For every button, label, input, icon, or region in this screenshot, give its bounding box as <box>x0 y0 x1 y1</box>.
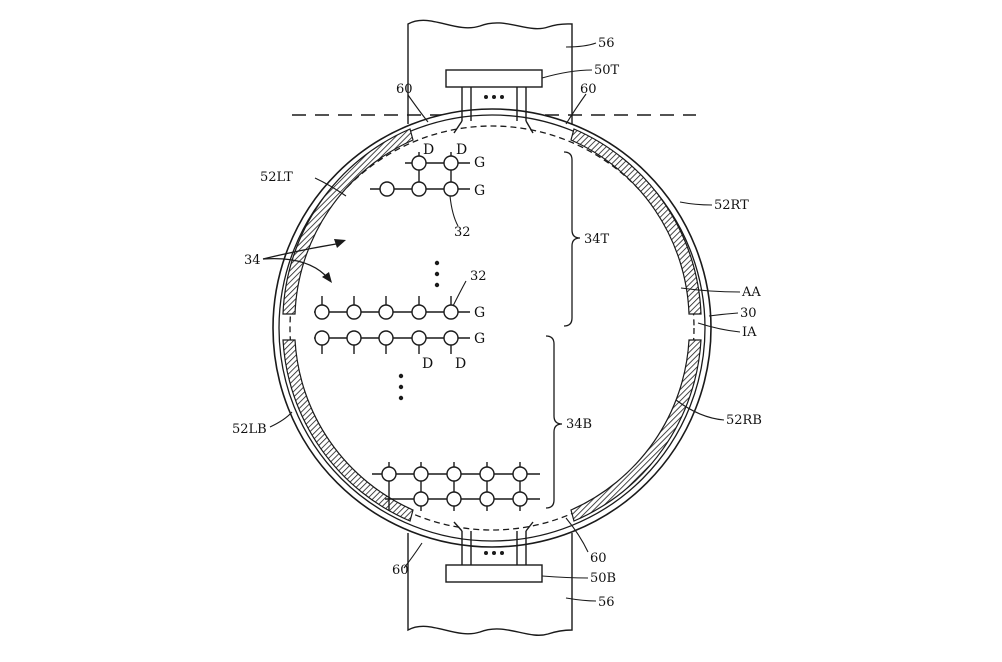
pixel <box>479 466 495 482</box>
pixel <box>346 330 362 346</box>
vertical-ellipsis-upper <box>434 260 440 288</box>
label-50T: 50T <box>594 63 620 78</box>
leader-lines <box>269 42 741 602</box>
bottom-driver <box>445 521 543 583</box>
label-56-top: 56 <box>598 36 615 51</box>
pixel <box>314 304 330 320</box>
reference-labels: 56 50T 60 60 52LT 52RT 34 34T AA 30 IA 3… <box>232 36 762 610</box>
pixel <box>411 181 427 197</box>
label-32-lower: 32 <box>470 269 487 284</box>
pixel <box>479 491 495 507</box>
label-60-bottom-right: 60 <box>590 551 607 566</box>
pixel <box>413 466 429 482</box>
brace-34B <box>545 335 563 509</box>
label-60-top-right: 60 <box>580 82 597 97</box>
display-panel <box>272 108 712 548</box>
row-arrows <box>262 243 337 276</box>
outer-circle <box>272 108 712 548</box>
gate-driver-left-bottom <box>282 339 414 522</box>
inner-circle <box>278 114 706 542</box>
ellipsis-bottom <box>484 551 504 555</box>
active-area-dashed <box>289 125 695 531</box>
pixel <box>346 304 362 320</box>
data-label: D <box>423 142 434 158</box>
pixel <box>443 330 459 346</box>
arrow-heads <box>322 239 346 283</box>
gate-driver-left-top <box>282 128 414 315</box>
label-30: 30 <box>740 306 757 321</box>
line-labels: D D G G G G D D <box>422 142 485 372</box>
label-34T: 34T <box>584 232 610 247</box>
ellipsis-top <box>484 95 504 99</box>
data-label: D <box>422 356 433 372</box>
label-52RB: 52RB <box>726 413 762 428</box>
data-label: D <box>455 356 466 372</box>
pixel <box>411 304 427 320</box>
pixel <box>443 181 459 197</box>
label-IA: IA <box>742 325 757 340</box>
pixel <box>512 491 528 507</box>
pixel <box>411 155 427 171</box>
pixel <box>413 491 429 507</box>
gate-label: G <box>474 331 485 347</box>
label-52LT: 52LT <box>260 170 293 185</box>
vertical-ellipsis-lower <box>398 373 404 401</box>
pixel <box>446 491 462 507</box>
pixel <box>379 181 395 197</box>
top-driver <box>445 69 543 134</box>
gate-driver-right-bottom <box>570 339 702 522</box>
label-50B: 50B <box>590 571 616 586</box>
pixel <box>378 304 394 320</box>
pixel-array <box>314 152 540 511</box>
gate-label: G <box>474 155 485 171</box>
gate-drivers <box>282 128 702 522</box>
pixel <box>443 155 459 171</box>
strap-bottom-outline <box>407 533 573 636</box>
label-56-bottom: 56 <box>598 595 615 610</box>
label-52RT: 52RT <box>714 198 749 213</box>
gate-label: G <box>474 305 485 321</box>
gate-driver-right-top <box>570 128 702 315</box>
gate-label: G <box>474 183 485 199</box>
label-AA: AA <box>741 285 761 300</box>
strap <box>407 19 573 636</box>
pixel <box>446 466 462 482</box>
label-60-bottom-left: 60 <box>392 563 409 578</box>
pixel <box>411 330 427 346</box>
pixel <box>512 466 528 482</box>
label-34: 34 <box>244 253 261 268</box>
pixel <box>378 330 394 346</box>
pixel <box>381 466 397 482</box>
pixel <box>314 330 330 346</box>
label-34B: 34B <box>566 417 592 432</box>
pixel <box>443 304 459 320</box>
brace-34T <box>563 151 581 327</box>
label-60-top-left: 60 <box>396 82 413 97</box>
driver-chip-top <box>445 69 543 88</box>
label-52LB: 52LB <box>232 422 267 437</box>
data-label: D <box>456 142 467 158</box>
label-32-upper: 32 <box>454 225 471 240</box>
strap-top-outline <box>407 19 573 124</box>
driver-chip-bottom <box>445 564 543 583</box>
